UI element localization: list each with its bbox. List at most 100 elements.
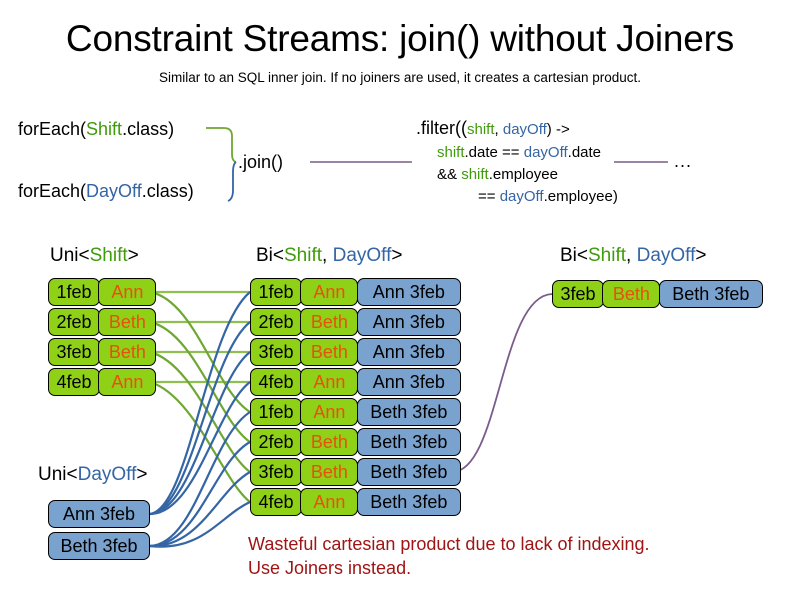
filter-l3-prefix: &&: [437, 166, 462, 183]
shift-employee: Beth: [98, 338, 157, 366]
shift-employee: Beth: [98, 308, 157, 336]
shift-employee-text: Ann: [111, 282, 144, 302]
foreach-shift-suffix: .class): [122, 119, 175, 139]
shift-employee-text: Beth: [108, 342, 146, 362]
shift-row[interactable]: 1feb Ann: [48, 278, 157, 306]
filter-l2-dayoff: dayOff: [523, 144, 568, 161]
cartesian-row[interactable]: 3feb Beth Beth 3feb: [250, 458, 461, 486]
cartesian-row[interactable]: 2feb Beth Ann 3feb: [250, 308, 461, 336]
cartesian-shift-date: 2feb: [250, 428, 302, 456]
cartesian-row[interactable]: 4feb Ann Ann 3feb: [250, 368, 461, 396]
caption-bi-right-sep: ,: [626, 245, 637, 266]
caption-uni-shift-type: Shift: [89, 245, 128, 266]
cartesian-row[interactable]: 4feb Ann Beth 3feb: [250, 488, 461, 516]
cartesian-shift-employee: Ann: [300, 488, 359, 516]
shift-date: 4feb: [48, 368, 100, 396]
cartesian-shift-date-text: 3feb: [258, 342, 294, 362]
cartesian-shift-date: 3feb: [250, 338, 302, 366]
cartesian-shift-date: 1feb: [250, 278, 302, 306]
shift-row[interactable]: 3feb Beth: [48, 338, 157, 366]
cartesian-shift-employee-text: Beth: [310, 312, 348, 332]
code-join-call: .join(): [238, 152, 284, 172]
cartesian-dayoff: Beth 3feb: [356, 398, 461, 426]
shift-date: 2feb: [48, 308, 100, 336]
caption-uni-shift-post: >: [127, 245, 139, 266]
shift-row[interactable]: 4feb Ann: [48, 368, 157, 396]
filtered-shift-employee: Beth: [602, 280, 661, 308]
filtered-dayoff: Beth 3feb: [658, 280, 763, 308]
code-filter-line-2: shift.date == dayOff.date: [437, 142, 601, 164]
cartesian-row[interactable]: 1feb Ann Ann 3feb: [250, 278, 461, 306]
cartesian-row[interactable]: 2feb Beth Beth 3feb: [250, 428, 461, 456]
filtered-shift-employee-text: Beth: [612, 284, 650, 304]
cartesian-dayoff-text: Beth 3feb: [370, 492, 448, 512]
filter-l3-shift: shift: [461, 166, 489, 183]
shift-employee-text: Ann: [111, 372, 144, 392]
type-dayoff: DayOff: [86, 181, 142, 201]
cartesian-shift-date-text: 4feb: [258, 492, 294, 512]
filter-l2-shift: shift: [437, 144, 465, 161]
type-shift: Shift: [86, 119, 123, 139]
filter-param-dayoff: dayOff: [502, 121, 547, 138]
cartesian-row[interactable]: 1feb Ann Beth 3feb: [250, 398, 461, 426]
caption-bi-mid-post: >: [391, 245, 403, 266]
caption-bi-right-type-a: Shift: [588, 245, 627, 266]
cartesian-dayoff-text: Ann 3feb: [372, 312, 445, 332]
shift-row[interactable]: 2feb Beth: [48, 308, 157, 336]
cartesian-shift-employee: Beth: [300, 428, 359, 456]
caption-bi-right-pre: Bi<: [560, 245, 588, 266]
warning-line-1: Wasteful cartesian product due to lack o…: [248, 534, 650, 554]
cartesian-shift-date: 2feb: [250, 308, 302, 336]
cartesian-dayoff: Beth 3feb: [356, 428, 461, 456]
cartesian-shift-employee-text: Ann: [313, 372, 346, 392]
cartesian-shift-date: 1feb: [250, 398, 302, 426]
cartesian-shift-employee-text: Beth: [310, 342, 348, 362]
code-filter-line-1: .filter((shift, dayOff) ->: [416, 117, 570, 141]
dayoff-label: Beth 3feb: [60, 535, 138, 556]
cartesian-shift-employee-text: Beth: [310, 432, 348, 452]
cartesian-shift-date: 3feb: [250, 458, 302, 486]
caption-bi-cartesian: Bi<Shift, DayOff>: [256, 245, 402, 267]
caption-uni-dayoff-post: >: [136, 464, 148, 485]
shift-date: 1feb: [48, 278, 100, 306]
cartesian-dayoff-text: Beth 3feb: [370, 432, 448, 452]
shift-date-text: 3feb: [56, 342, 92, 362]
cartesian-dayoff: Beth 3feb: [356, 488, 461, 516]
filter-l2-end: .date: [567, 144, 602, 161]
filter-l4-end: .employee): [543, 188, 618, 205]
filtered-dayoff-text: Beth 3feb: [672, 284, 750, 304]
cartesian-shift-date-text: 1feb: [258, 402, 294, 422]
filtered-row[interactable]: 3feb Beth Beth 3feb: [552, 280, 763, 308]
filtered-shift-date-text: 3feb: [560, 284, 596, 304]
caption-bi-mid-pre: Bi<: [256, 245, 284, 266]
cartesian-shift-employee: Ann: [300, 368, 359, 396]
cartesian-dayoff: Ann 3feb: [356, 338, 461, 366]
cartesian-dayoff: Ann 3feb: [356, 308, 461, 336]
cartesian-dayoff-text: Beth 3feb: [370, 462, 448, 482]
cartesian-shift-employee-text: Ann: [313, 492, 346, 512]
caption-bi-filtered: Bi<Shift, DayOff>: [560, 245, 706, 267]
shift-date: 3feb: [48, 338, 100, 366]
cartesian-dayoff-text: Ann 3feb: [372, 372, 445, 392]
shift-date-text: 2feb: [56, 312, 92, 332]
shift-employee: Ann: [98, 368, 157, 396]
warning-line-2: Use Joiners instead.: [248, 558, 412, 578]
cartesian-shift-date-text: 3feb: [258, 462, 294, 482]
cartesian-shift-employee: Ann: [300, 278, 359, 306]
cartesian-dayoff: Ann 3feb: [356, 278, 461, 306]
filter-param-shift: shift: [467, 121, 495, 138]
filter-arrow: ) ->: [546, 121, 570, 138]
dayoff-box[interactable]: Ann 3feb: [48, 500, 150, 528]
cartesian-shift-employee-text: Ann: [313, 402, 346, 422]
cartesian-dayoff-text: Beth 3feb: [370, 402, 448, 422]
dayoff-box[interactable]: Beth 3feb: [48, 532, 150, 560]
shift-date-text: 1feb: [56, 282, 92, 302]
shift-employee-text: Beth: [108, 312, 146, 332]
cartesian-shift-employee: Ann: [300, 398, 359, 426]
foreach-dayoff-suffix: .class): [141, 181, 194, 201]
code-filter-line-3: && shift.employee: [437, 164, 558, 186]
cartesian-row[interactable]: 3feb Beth Ann 3feb: [250, 338, 461, 366]
filter-prefix: .filter((: [416, 118, 467, 138]
foreach-dayoff-prefix: forEach(: [18, 181, 87, 201]
